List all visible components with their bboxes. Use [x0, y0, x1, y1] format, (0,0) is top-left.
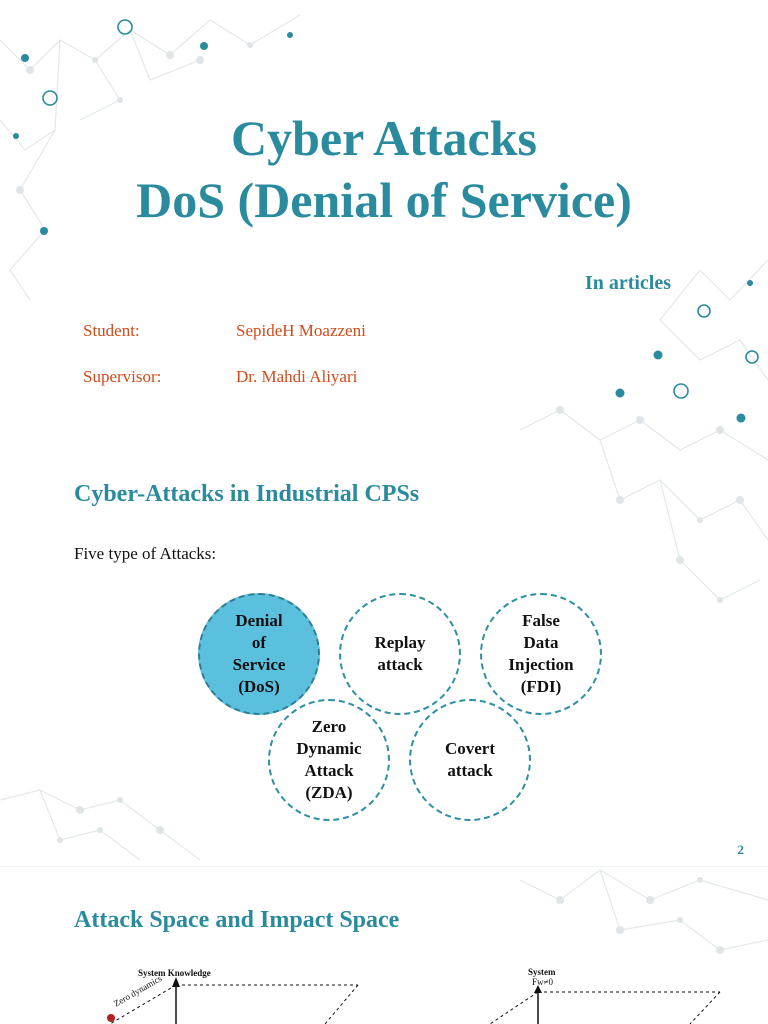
attack-circle-replay: Replay attack — [339, 593, 461, 715]
supervisor-label: Supervisor: — [83, 367, 162, 386]
title-line-2: DoS (Denial of Service) — [136, 172, 632, 228]
figure-right-sub-label: Fw≠0 — [532, 977, 553, 987]
title-line-1: Cyber Attacks — [230, 110, 537, 166]
page-number: 2 — [737, 842, 745, 857]
supervisor-name: Dr. Mahdi Aliyari — [236, 367, 358, 386]
slide-divider — [0, 866, 768, 867]
attack-circle-zda: Zero Dynamic Attack (ZDA) — [268, 699, 390, 821]
figure-impact-space — [489, 985, 721, 1024]
student-label: Student: — [83, 321, 140, 340]
attack-label: Zero Dynamic Attack (ZDA) — [296, 717, 362, 802]
attack-label: False Data Injection (FDI) — [508, 611, 574, 696]
figure-right-axis-label: System — [528, 967, 556, 977]
figure-attack-space — [107, 977, 359, 1024]
attack-circle-fdi: False Data Injection (FDI) — [480, 593, 602, 715]
student-name: SepideH Moazzeni — [236, 321, 366, 340]
attack-circle-dos: Denial of Service (DoS) — [198, 593, 320, 715]
attacks-intro: Five type of Attacks: — [74, 544, 217, 563]
section-heading-attacks: Cyber-Attacks in Industrial CPSs — [74, 481, 420, 507]
subtitle: In articles — [584, 272, 671, 294]
attack-circle-covert: Covert attack — [409, 699, 531, 821]
section-heading-attack-space: Attack Space and Impact Space — [74, 907, 400, 933]
attack-label: Covert attack — [444, 739, 496, 780]
figure-left-axis-label: System Knowledge — [138, 968, 211, 978]
attack-label: Replay attack — [374, 633, 426, 674]
attack-label: Denial of Service (DoS) — [232, 611, 286, 696]
